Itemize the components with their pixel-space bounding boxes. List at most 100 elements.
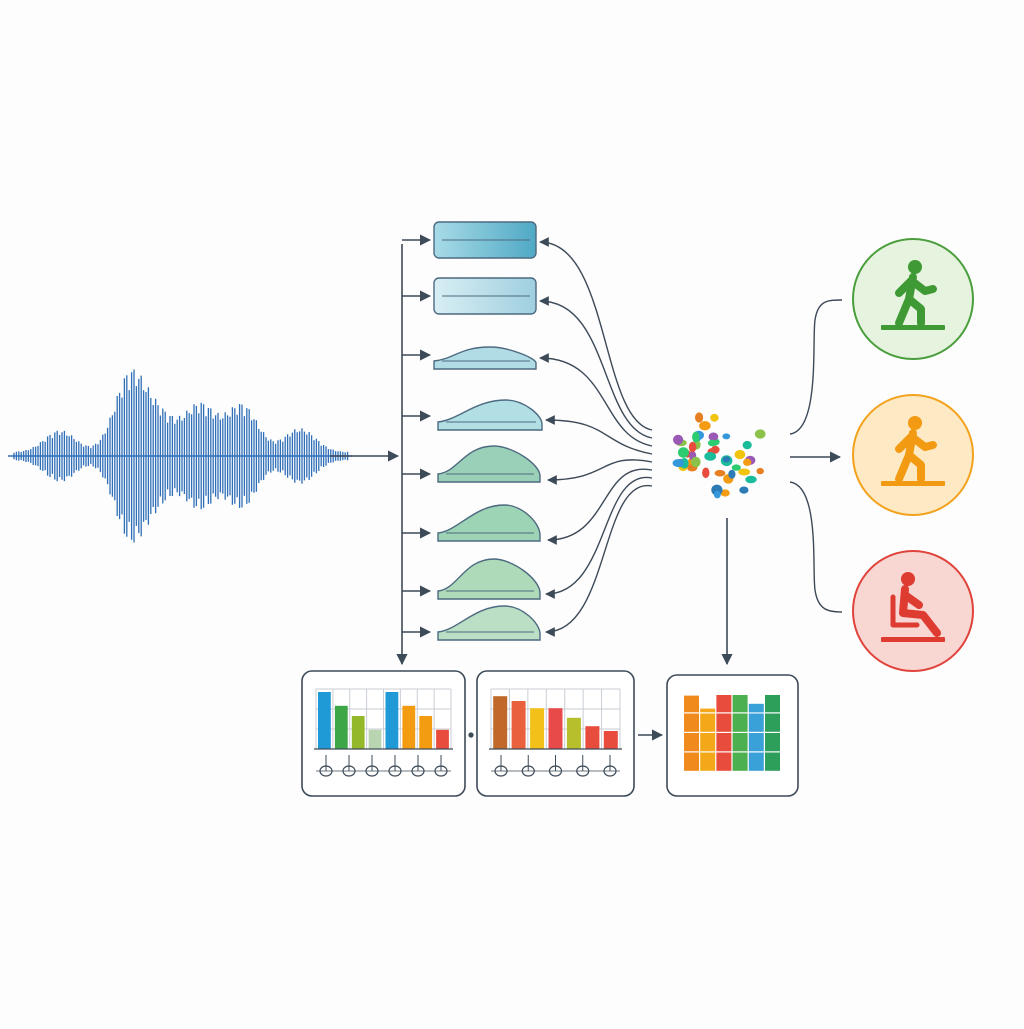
feature-point — [708, 432, 719, 441]
matrix-cell — [765, 695, 780, 713]
spectral-band-7 — [437, 558, 541, 600]
feature-point — [754, 429, 766, 439]
feature-point — [739, 486, 749, 494]
spectral-band-6 — [437, 504, 541, 542]
histogram-bar — [368, 729, 382, 749]
feature-point — [722, 433, 731, 440]
matrix-cell — [732, 733, 748, 752]
person-head — [901, 572, 915, 586]
spectral-band-4 — [437, 399, 543, 431]
cluster-to-band-curve — [545, 415, 653, 455]
histogram-bar — [566, 717, 581, 749]
matrix-cell — [748, 752, 764, 771]
matrix-cell — [732, 713, 748, 732]
histogram-bar — [436, 729, 449, 749]
histogram-bar — [511, 701, 526, 749]
feature-point — [702, 467, 710, 479]
person-body — [899, 585, 941, 637]
matrix-cell — [716, 713, 732, 732]
cluster-to-band-curve — [547, 468, 653, 545]
matrix-cell — [684, 695, 699, 713]
feature-point — [734, 449, 746, 460]
cluster-to-sitting-connector — [789, 481, 843, 613]
histogram-bar — [419, 716, 433, 749]
running-class-icon — [852, 394, 974, 516]
feature-return-curves — [539, 237, 653, 637]
histogram-bar — [385, 692, 399, 749]
feature-point — [688, 441, 697, 453]
sitting-person-icon — [881, 572, 945, 642]
feature-point — [707, 439, 717, 447]
feature-point — [699, 421, 711, 431]
matrix-cell — [700, 713, 716, 732]
feature-point — [738, 468, 751, 476]
feature-point — [691, 456, 701, 468]
feature-point — [704, 452, 717, 461]
feature-point — [714, 469, 726, 477]
sitting-class-icon — [852, 550, 974, 672]
spectral-filter-bank — [402, 221, 543, 641]
activity-class-outputs — [852, 238, 974, 672]
ground-line — [881, 481, 945, 486]
spectral-band-5 — [437, 445, 541, 483]
feature-point — [672, 459, 684, 468]
feature-point — [743, 458, 752, 466]
matrix-cell — [716, 752, 732, 771]
person-head — [908, 416, 922, 430]
feature-point — [673, 434, 684, 445]
cluster-to-band-curve — [547, 459, 653, 485]
cluster-to-walking-connector — [789, 299, 843, 435]
feature-histogram-panel-2 — [489, 688, 622, 777]
person-body — [895, 429, 937, 483]
feature-point — [720, 489, 730, 497]
histogram-bar — [493, 696, 508, 749]
feature-point — [722, 456, 731, 463]
feature-point — [745, 475, 757, 484]
spectral-band-8 — [437, 605, 541, 641]
histogram-bar — [334, 705, 348, 749]
feature-point — [677, 447, 689, 458]
matrix-cell — [765, 752, 780, 771]
matrix-cell — [684, 733, 699, 752]
matrix-cell — [748, 713, 764, 732]
chair-shape — [890, 594, 920, 628]
matrix-cell — [700, 708, 716, 713]
matrix-cell — [748, 703, 764, 713]
matrix-cell — [684, 752, 699, 771]
histogram-bar — [603, 731, 618, 749]
feature-cluster-icon — [672, 412, 766, 499]
matrix-cell — [700, 733, 716, 752]
cluster-to-band-curve — [539, 237, 653, 431]
cluster-to-band-curve — [539, 296, 653, 439]
matrix-cell — [732, 752, 748, 771]
feature-point — [756, 467, 764, 475]
matrix-cell — [732, 695, 748, 713]
feature-point — [695, 412, 704, 423]
feature-point — [731, 464, 741, 471]
feature-point — [713, 490, 721, 499]
ground-line — [881, 325, 945, 330]
matrix-cell — [748, 733, 764, 752]
matrix-cell — [765, 713, 780, 732]
panel-link-dot — [468, 732, 474, 738]
feature-point — [710, 413, 719, 422]
running-person-icon — [881, 416, 945, 486]
person-head — [908, 260, 922, 274]
cluster-to-band-curve — [545, 476, 653, 599]
ground-line — [881, 637, 945, 642]
histogram-bar — [548, 708, 563, 749]
histogram-bar — [530, 708, 545, 749]
cluster-to-band-curve — [545, 485, 653, 637]
result-matrix-chart — [684, 695, 780, 771]
feature-point — [742, 440, 752, 450]
cluster-to-band-curve — [539, 353, 653, 447]
spectral-band-3 — [433, 346, 537, 370]
feature-point — [728, 469, 736, 479]
histogram-bar — [318, 692, 331, 749]
walking-class-icon — [852, 238, 974, 360]
matrix-cell — [765, 733, 780, 752]
person-body — [895, 273, 937, 327]
raw-signal-waveform — [8, 369, 352, 543]
